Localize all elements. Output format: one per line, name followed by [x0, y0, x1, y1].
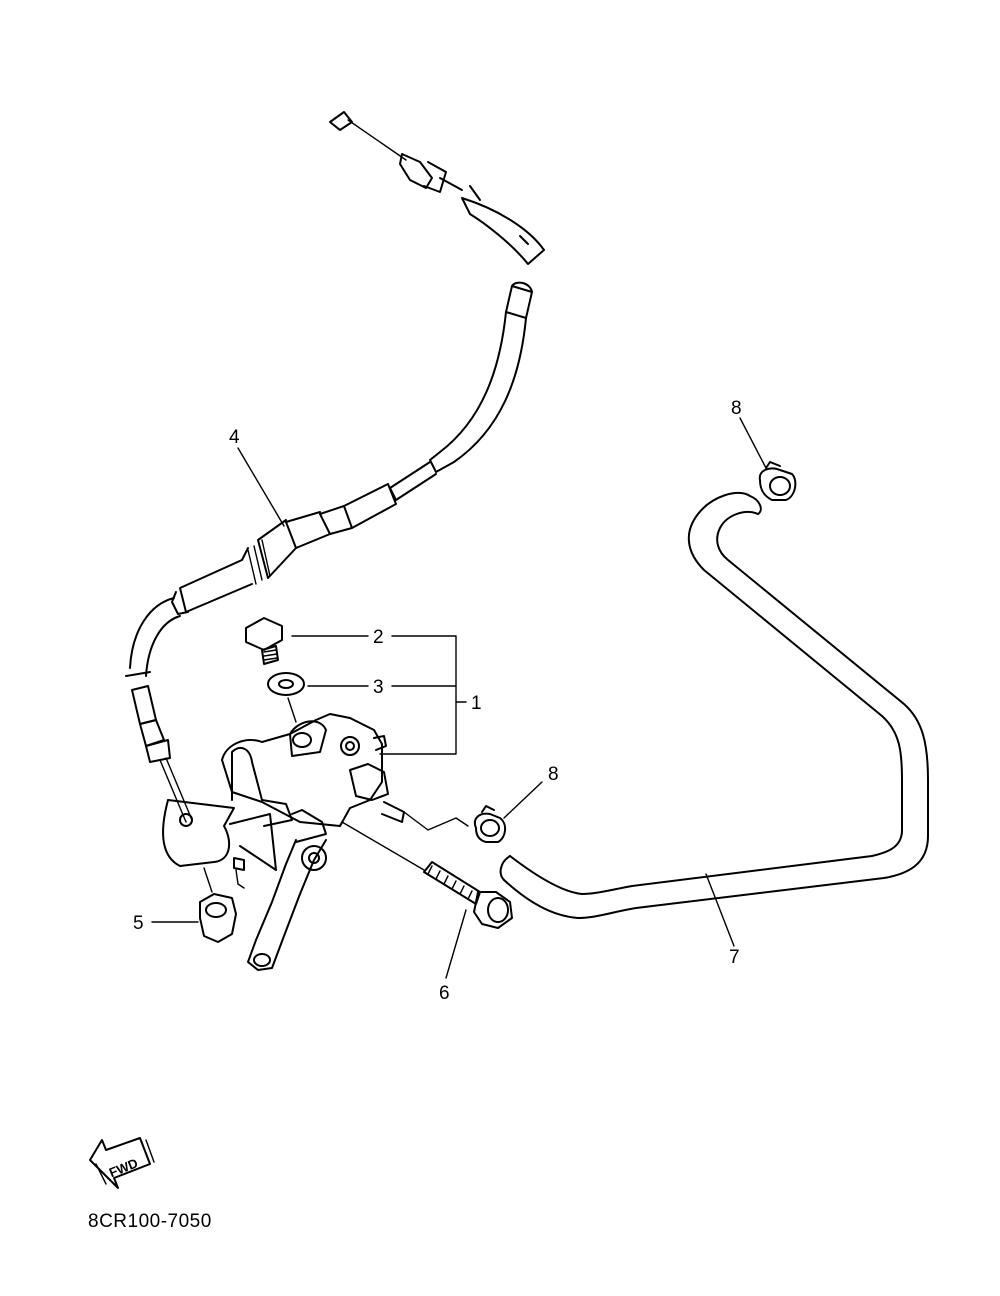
callout-6: 6: [439, 983, 450, 1004]
oil-hose-part-7: [499, 491, 929, 919]
callout-7: 7: [729, 947, 740, 968]
nut-part-5: [199, 867, 237, 943]
callout-1: 1: [471, 693, 482, 714]
bolt-part-6: [341, 821, 513, 929]
fwd-label: FWD: [107, 1155, 140, 1180]
diagram-code: 8CR100-7050: [88, 1211, 212, 1232]
callout-8-top: 8: [731, 398, 742, 419]
clamp-part-8-mid: [474, 805, 506, 843]
oil-pump-assembly: [162, 713, 469, 971]
leader-lines: [151, 417, 767, 979]
oil-pump-cable: [125, 111, 545, 823]
forward-arrow-icon: FWD: [89, 1137, 155, 1189]
callout-4: 4: [229, 427, 240, 448]
bolt-part-2: [245, 617, 283, 665]
callout-3: 3: [373, 677, 384, 698]
washer-part-3: [267, 672, 305, 723]
callout-8-mid: 8: [548, 764, 559, 785]
callout-2: 2: [373, 627, 384, 648]
callout-5: 5: [133, 913, 144, 934]
clamp-part-8-top: [758, 461, 797, 501]
